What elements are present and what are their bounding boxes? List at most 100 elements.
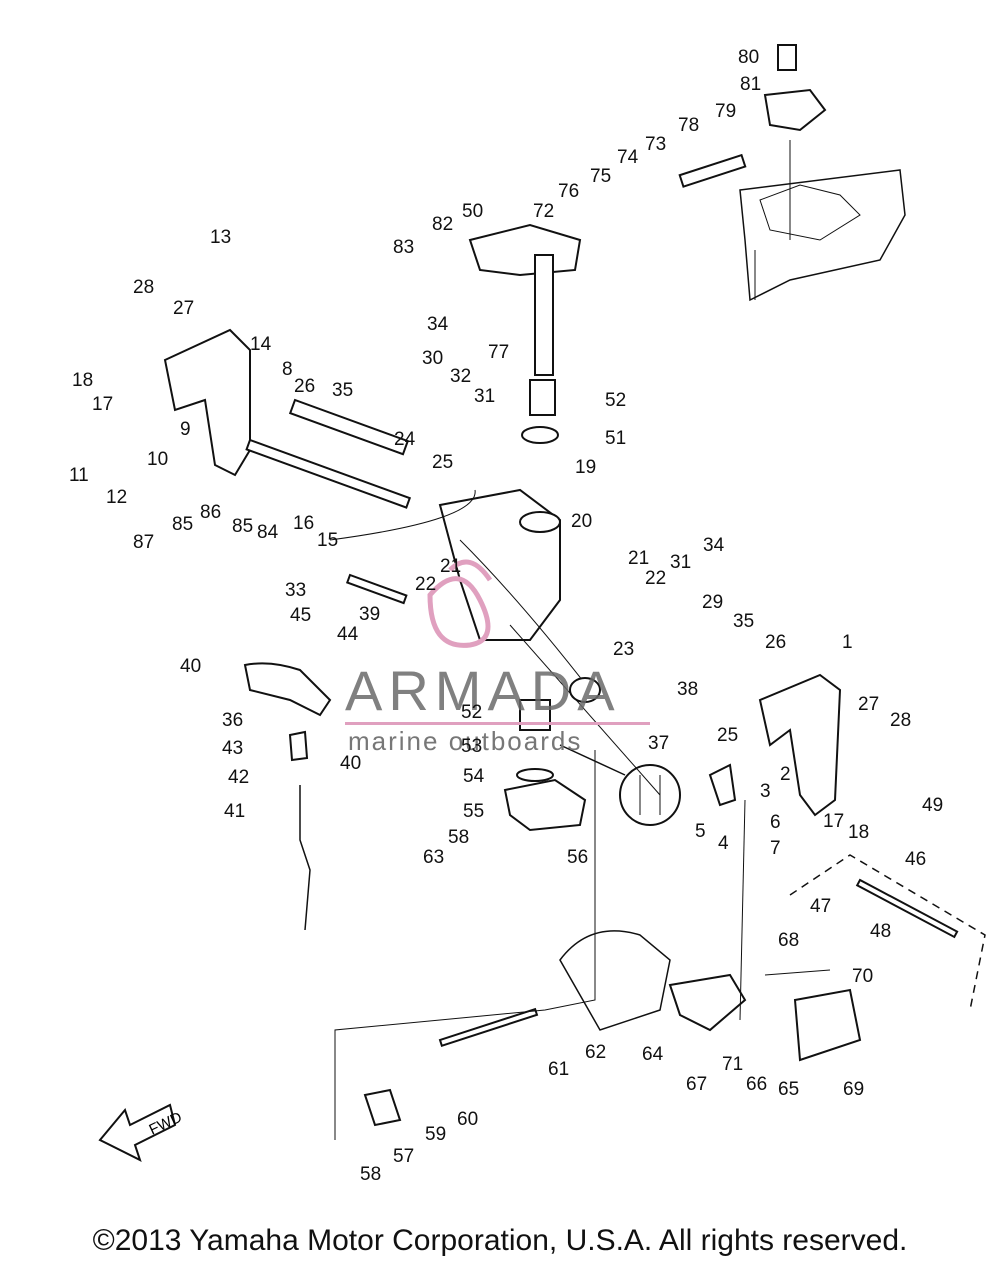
callout: 27	[173, 298, 194, 319]
callout: 32	[450, 366, 471, 387]
throttle-linkage	[243, 573, 408, 931]
callout: 14	[250, 334, 272, 355]
callout: 34	[703, 535, 725, 556]
callout: 53	[461, 736, 482, 757]
copyright-notice: ©2013 Yamaha Motor Corporation, U.S.A. A…	[92, 1224, 908, 1257]
callout: 21	[440, 556, 461, 577]
callout: 69	[843, 1079, 864, 1100]
callout: 67	[686, 1074, 707, 1095]
fwd-arrow: FWD	[98, 1103, 185, 1162]
callout: 27	[858, 694, 879, 715]
callout: 86	[200, 502, 221, 523]
callout: 48	[870, 921, 891, 942]
callout: 5	[695, 821, 706, 842]
callout: 50	[462, 201, 483, 222]
callout: 64	[642, 1044, 664, 1065]
callout: 75	[590, 166, 611, 187]
callout: 31	[670, 552, 691, 573]
callout: 22	[645, 568, 666, 589]
callout: 25	[717, 725, 738, 746]
callout: 58	[448, 827, 469, 848]
callout: 24	[394, 429, 416, 450]
callout: 72	[533, 201, 554, 222]
callout: 81	[740, 74, 761, 95]
callout: 59	[425, 1124, 446, 1145]
callout: 15	[317, 530, 338, 551]
callout: 6	[770, 812, 781, 833]
callout: 58	[360, 1164, 381, 1185]
callout: 87	[133, 532, 154, 553]
callout: 63	[423, 847, 444, 868]
callout: 33	[285, 580, 306, 601]
callout: 52	[461, 702, 482, 723]
callout: 35	[332, 380, 353, 401]
callout: 4	[718, 833, 729, 854]
callout: 73	[645, 134, 666, 155]
callout: 40	[340, 753, 361, 774]
callout: 60	[457, 1109, 478, 1130]
callout: 30	[422, 348, 443, 369]
swivel-bracket	[438, 488, 601, 703]
callout: 11	[69, 465, 89, 486]
callout: 47	[810, 896, 831, 917]
right-clamp-bracket	[708, 673, 842, 817]
lower-center-parts	[503, 699, 681, 832]
callout: 43	[222, 738, 243, 759]
callout: 42	[228, 767, 249, 788]
callout: 51	[605, 428, 626, 449]
callout: 61	[548, 1059, 569, 1080]
callout: 54	[463, 766, 485, 787]
callout: 55	[463, 801, 484, 822]
callout: 38	[677, 679, 698, 700]
callout: 18	[848, 822, 869, 843]
callout: 40	[180, 656, 201, 677]
callout: 62	[585, 1042, 606, 1063]
callout: 34	[427, 314, 449, 335]
callout: 45	[290, 605, 311, 626]
callout: 20	[571, 511, 592, 532]
callout: 16	[293, 513, 314, 534]
callout: 13	[210, 227, 231, 248]
leader-lines	[329, 140, 831, 1140]
watermark-rule	[345, 722, 650, 725]
callout: 26	[294, 376, 315, 397]
callout: 46	[905, 849, 926, 870]
watermark: ARMADA marine outboards	[345, 559, 650, 756]
callout: 85	[232, 516, 253, 537]
callout: 26	[765, 632, 786, 653]
callout: 31	[474, 386, 495, 407]
callout: 10	[147, 449, 168, 470]
callout: 74	[617, 147, 639, 168]
callout: 44	[337, 624, 359, 645]
callout: 84	[257, 522, 279, 543]
exploded-parts-diagram: FWD ARMADA marine outboards 80 81 79 78 …	[69, 44, 986, 1185]
callout: 29	[702, 592, 723, 613]
callout: 37	[648, 733, 669, 754]
callout: 22	[415, 574, 436, 595]
callout: 85	[172, 514, 193, 535]
callout: 17	[92, 394, 113, 415]
callout: 52	[605, 390, 626, 411]
left-clamp-bracket	[163, 328, 412, 509]
callout: 7	[770, 838, 781, 859]
callout: 25	[432, 452, 453, 473]
callout: 8	[282, 359, 293, 380]
callout: 41	[224, 801, 245, 822]
callout: 65	[778, 1079, 799, 1100]
callout: 35	[733, 611, 754, 632]
callout: 28	[890, 710, 911, 731]
callout: 21	[628, 548, 649, 569]
callout: 68	[778, 930, 799, 951]
callout: 76	[558, 181, 579, 202]
tilt-friction-kit	[789, 854, 986, 1011]
callout: 19	[575, 457, 596, 478]
callout: 83	[393, 237, 414, 258]
callout: 80	[738, 47, 759, 68]
callout: 57	[393, 1146, 414, 1167]
callout: 9	[180, 419, 191, 440]
callout: 18	[72, 370, 93, 391]
engine-cowling-top	[739, 169, 906, 302]
watermark-brand: ARMADA	[345, 659, 621, 722]
callout: 12	[106, 487, 127, 508]
callout: 28	[133, 277, 154, 298]
